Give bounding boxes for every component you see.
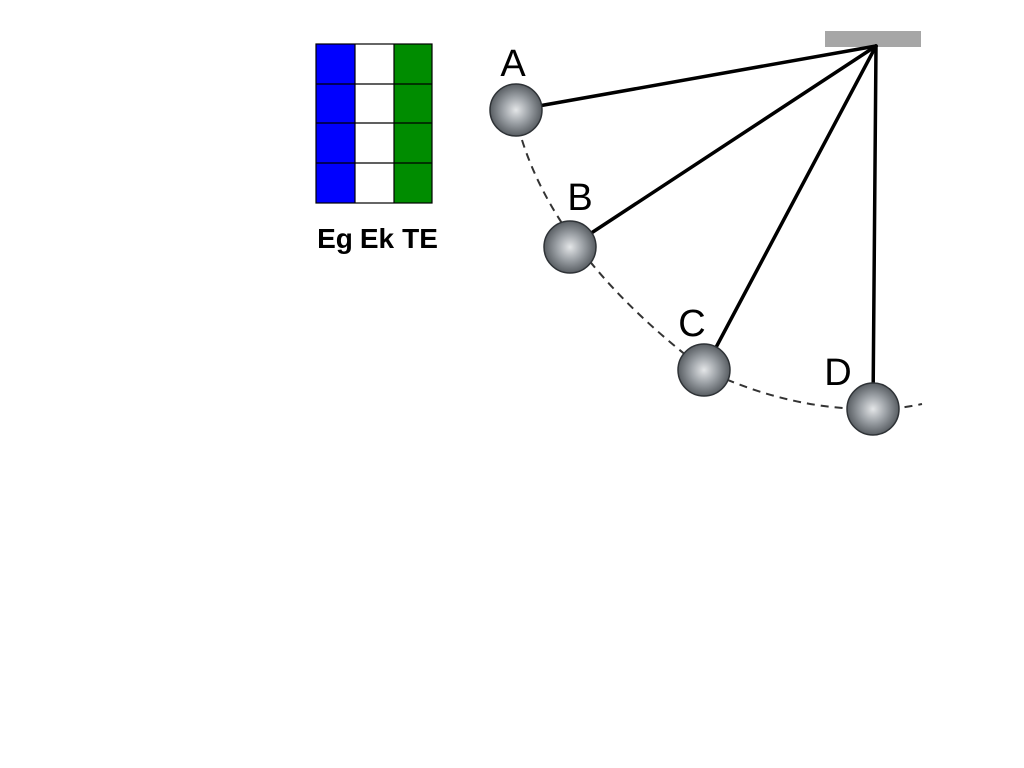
bobs	[489, 83, 900, 436]
string-d	[871, 44, 878, 411]
bar-label-te: TE	[402, 223, 438, 254]
bob-a	[489, 83, 543, 137]
strings	[514, 44, 878, 411]
bar-grid	[315, 43, 433, 204]
pivot-support	[825, 31, 921, 47]
position-label-b: B	[567, 177, 592, 219]
energy-bar-chart: Eg Ek TE	[315, 43, 438, 254]
bob-b	[543, 220, 597, 274]
position-label-a: A	[500, 43, 526, 85]
pendulum: A B C D	[489, 31, 923, 436]
bar-label-eg: Eg	[317, 223, 353, 254]
position-label-c: C	[678, 303, 705, 345]
bar-label-ek: Ek	[360, 223, 395, 254]
string-a	[514, 44, 878, 112]
string-b	[568, 44, 878, 249]
position-label-d: D	[824, 352, 851, 394]
string-c	[702, 44, 878, 372]
bob-c	[677, 343, 731, 397]
bob-d	[846, 382, 900, 436]
